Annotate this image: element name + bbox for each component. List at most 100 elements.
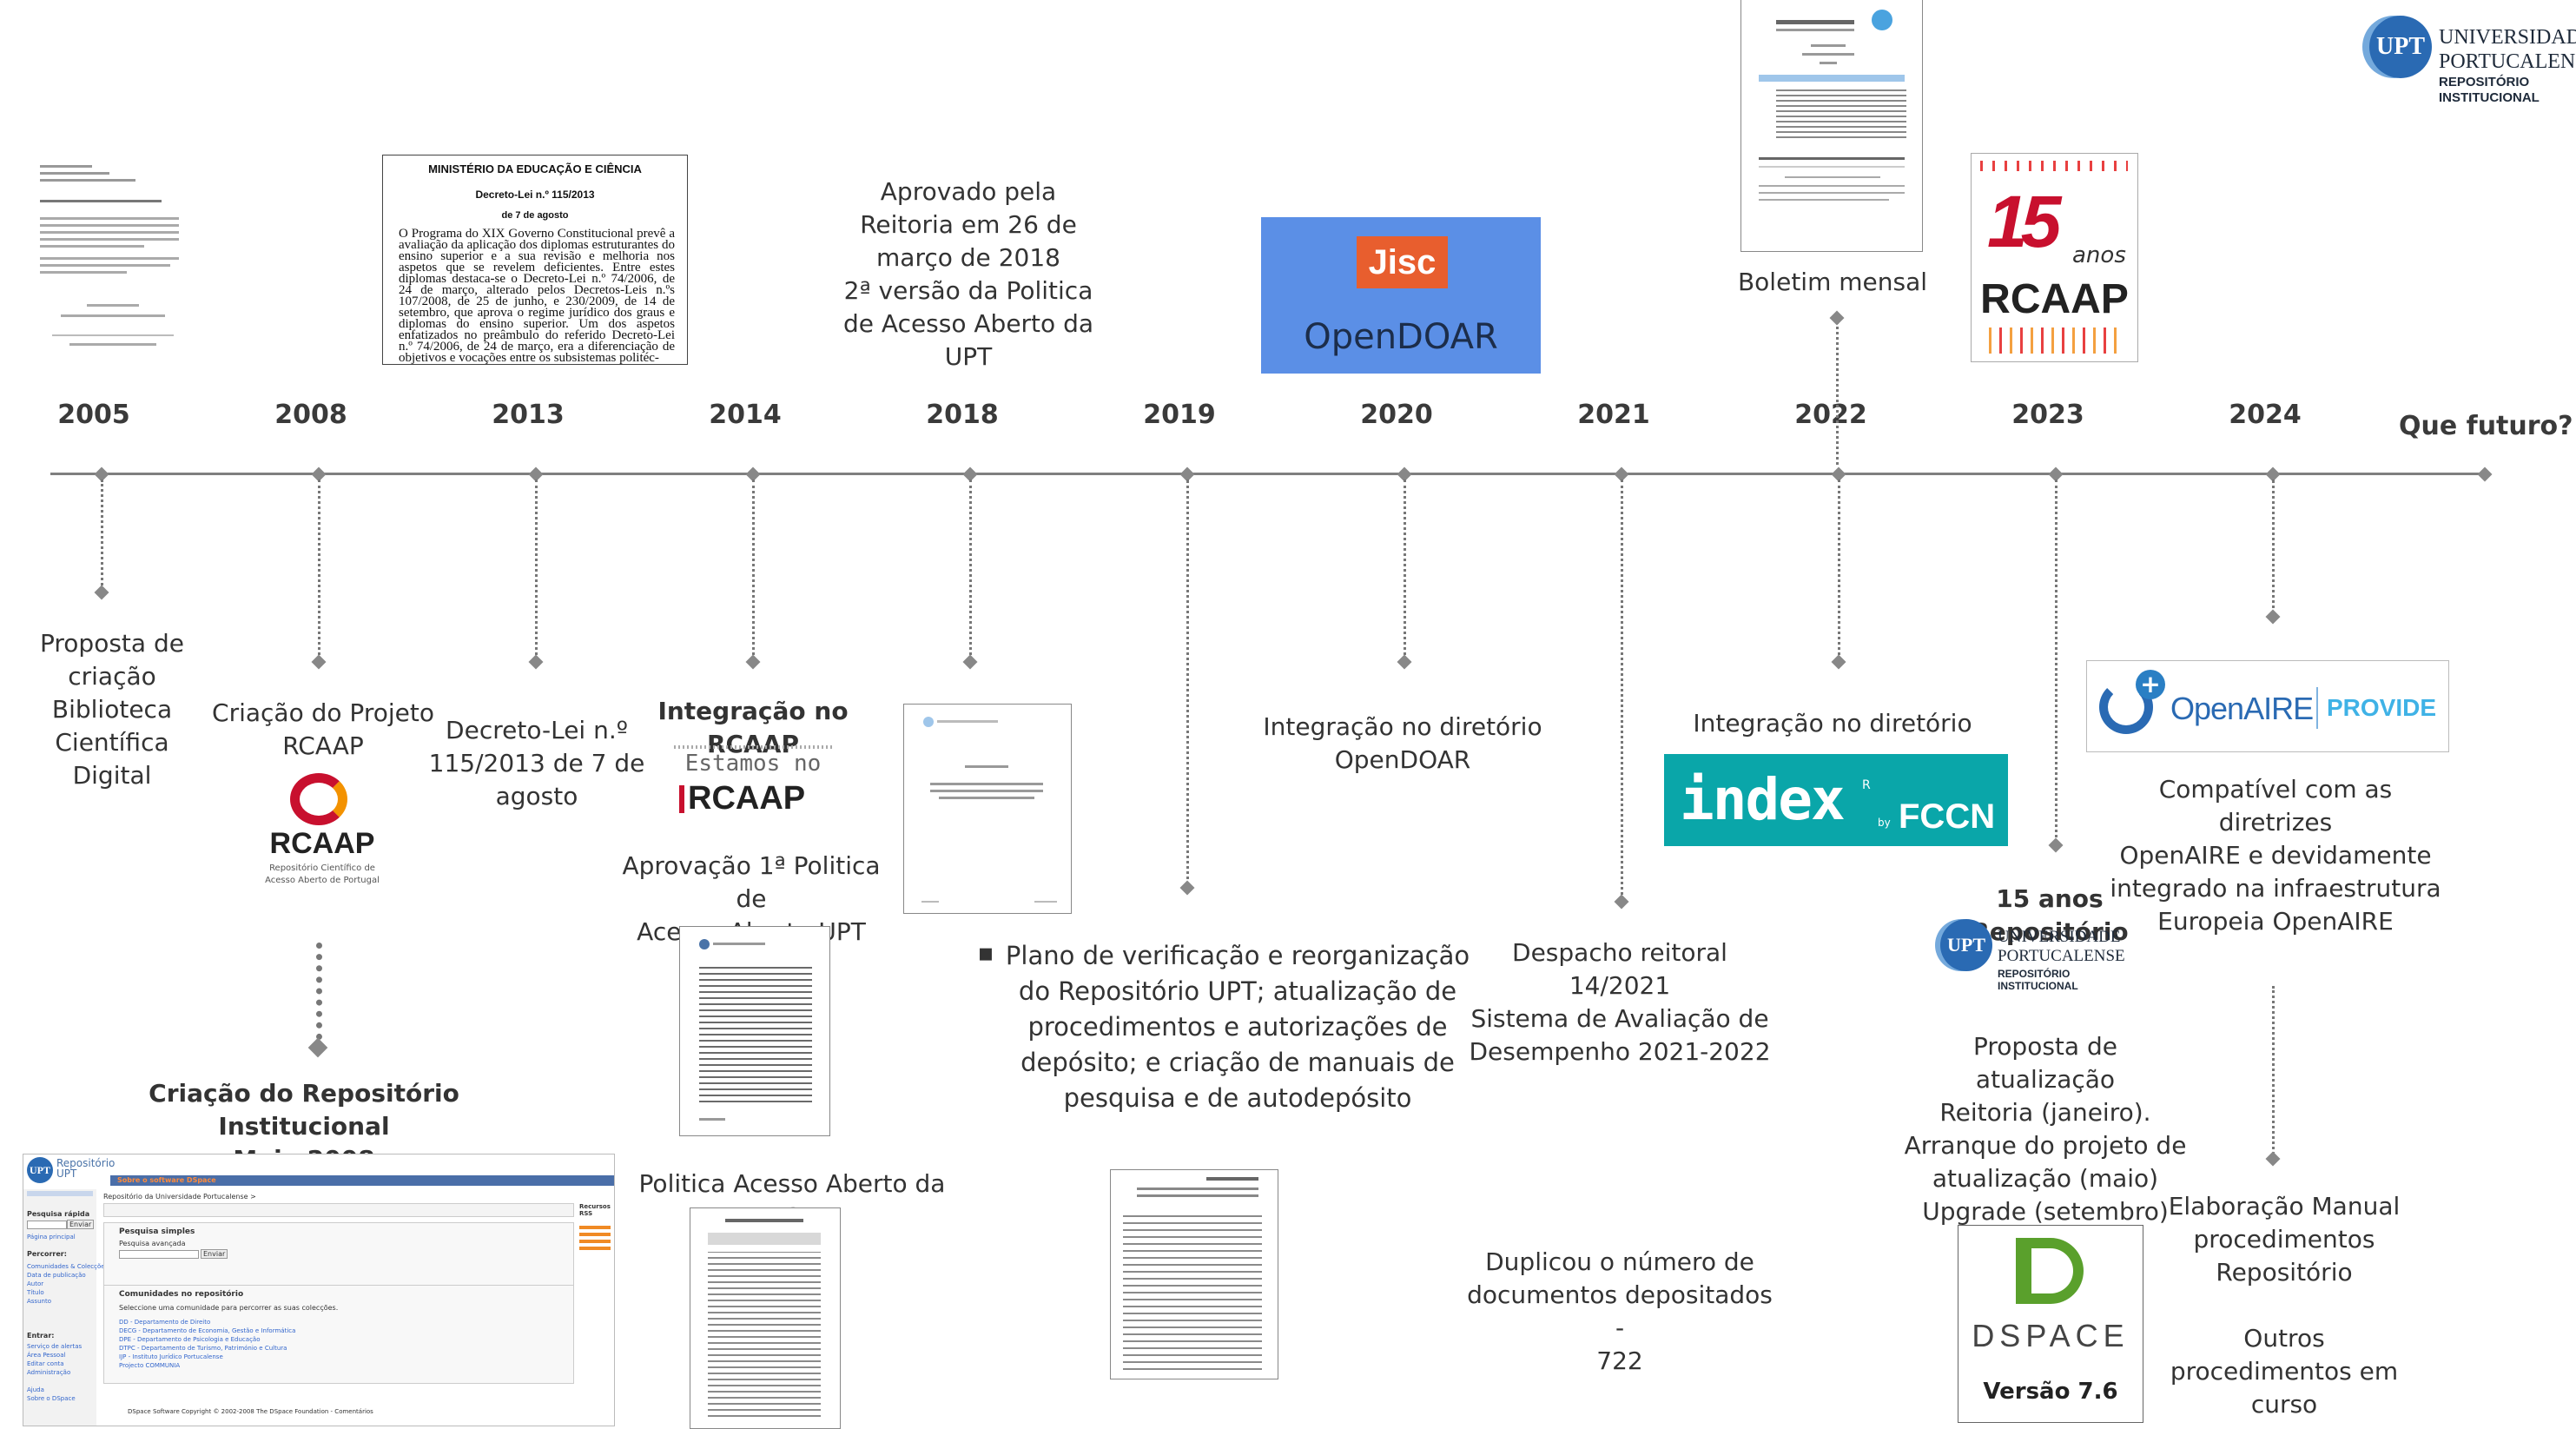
connector-end-2005 [94,585,109,600]
dspace-quick-search-button[interactable]: Enviar [67,1220,95,1229]
connector-end-2024 [2265,609,2281,625]
dspace-sidebar-link-2[interactable]: Data de publicação [27,1272,86,1279]
text-2005: Proposta de criação Biblioteca Científic… [40,629,184,790]
connector-end-2019 [1179,880,1195,896]
dspace-community-link-5[interactable]: Projecto COMMUNIA [119,1362,181,1369]
connector-2022 [1838,480,1840,660]
dspace-sidebar-link-3[interactable]: Autor [27,1280,44,1287]
upt-2023-repo-line2: INSTITUCIONAL [1998,980,2078,992]
dspace-rss-label: Recursos RSS [579,1203,611,1217]
text-2024: Compatível com as diretrizes OpenAIRE e … [2110,775,2441,936]
text-2020: Integração no diretório OpenDOAR [1263,712,1542,774]
dspace-sidebar-link-9[interactable]: Administração [27,1369,71,1376]
opendoar-label: OpenDOAR [1304,317,1498,357]
dspace-communities-hint: Seleccione uma comunidade para percorrer… [119,1304,339,1312]
axis-marker-future [2477,466,2493,482]
dspace-mark-icon [2016,1238,2084,1304]
connector-2013 [535,480,538,660]
connector-2023 [2055,480,2057,843]
year-future: Que futuro? [2399,411,2573,441]
dspace-advanced-search-link[interactable]: Pesquisa avançada [119,1240,186,1247]
openaire-provide-logo: + OpenAIRE PROVIDE [2086,660,2449,752]
dspace-upt-icon: UPT [27,1157,53,1183]
connector-2005 [101,480,103,591]
dspace-sidebar-link-10[interactable]: Ajuda [27,1386,44,1393]
dspace-quick-search-label: Pesquisa rápida [27,1210,90,1218]
timeline-axis [50,473,2487,475]
text-2019-bullet: ▪ [977,938,994,967]
estamos-rcaap-label: RCAAP [688,780,806,817]
dspace-sidebar-link-11[interactable]: Sobre o DSpace [27,1395,76,1402]
connector-2018 [969,480,972,660]
dspace-sidebar-link-6[interactable]: Serviço de alertas [27,1343,83,1350]
text-2021-b: Duplicou o número de documentos deposita… [1467,1247,1773,1375]
dspace-community-link-3[interactable]: DTPC - Departamento de Turismo, Patrimón… [119,1345,287,1352]
text-2013: Decreto-Lei n.º 115/2013 de 7 de agosto [428,716,645,810]
proposal-letter-thumbnail [35,165,187,356]
dspace-sidebar-link-8[interactable]: Editar conta [27,1360,64,1367]
manual-2019-document-image [1110,1169,1278,1379]
rcaap15-anos: anos [2072,242,2126,268]
jisc-logo: Jisc [1357,236,1448,288]
connector-2019 [1186,480,1189,886]
text-2008: Criação do Projeto RCAAP [212,698,434,760]
dspace-2008-screenshot: UPT Repositório UPT Sobre o software DSp… [23,1154,615,1426]
estamos-no-rcaap-badge: Estamos no RCAAP [674,745,832,820]
openaire-label: OpenAIRE [2170,691,2314,726]
dspace-header-title: Repositório UPT [56,1157,116,1180]
text-2019: Plano de verificação e reorganização do … [1005,941,1470,1113]
decree-document-image: MINISTÉRIO DA EDUCAÇÃO E CIÊNCIA Decreto… [382,155,688,365]
dspace-community-link-2[interactable]: DPE - Departamento de Psicologia e Educa… [119,1336,261,1343]
bulletin-label: Boletim mensal [1737,268,1928,296]
dspace-breadcrumb[interactable]: Repositório da Universidade Portucalense… [103,1193,256,1201]
connector-2014 [752,480,755,660]
upt-logo-2023: UPT UNIVERSIDADE PORTUCALENSE REPOSITÓRI… [1935,917,2143,996]
index-logo-word: index [1680,766,1846,833]
upt-repo-line2: INSTITUCIONAL [2439,90,2540,105]
connector-end-2008 [311,654,327,670]
year-2021: 2021 [1577,400,1650,430]
dspace-quick-search-input[interactable] [27,1221,67,1229]
policy-2018-document-image [903,704,1072,914]
rcaap-logo-sub2: Acesso Aberto de Portugal [265,876,380,885]
text-2021: Despacho reitoral 14/2021 Sistema de Ava… [1469,938,1771,1066]
dspace-nav-link[interactable]: Sobre o software DSpace [117,1176,216,1184]
index-fccn-logo: index R by FCCN [1664,754,2008,846]
year-2013: 2013 [492,400,565,430]
connector-2020 [1404,480,1406,660]
dspace-community-link-0[interactable]: DD - Departamento de Direito [119,1319,211,1326]
dspace-sidebar-link-1[interactable]: Comunidades & Colecções [27,1263,109,1270]
upt-circle-icon: UPT [2369,16,2432,78]
dspace-sidebar-link-4[interactable]: Título [27,1289,44,1296]
connector-end-2014 [745,654,761,670]
connector-end-2023 [2048,837,2064,853]
year-2024: 2024 [2229,400,2302,430]
text-2022: Integração no diretório [1693,709,1972,738]
dspace-simple-search-button[interactable]: Enviar [201,1249,228,1259]
rcaap15-name: RCAAP [1980,276,2129,322]
fct-policy-document-image [690,1207,841,1429]
index-logo-fccn: FCCN [1899,797,1996,836]
year-2018: 2018 [926,400,999,430]
estamos-no-label: Estamos no [684,751,822,777]
dspace-rss-icons[interactable] [579,1224,611,1250]
connector-2008-repo-end [307,1037,328,1058]
connector-end-2021 [1614,894,1629,910]
connector-end-2022 [1831,654,1846,670]
dspace-sidebar-link-5[interactable]: Assunto [27,1298,51,1305]
dspace-community-link-4[interactable]: IJP - Instituto Jurídico Portucalense [119,1353,223,1360]
connector-end-2018 [962,654,978,670]
decree-title: Decreto-Lei n.º 115/2013 [475,189,595,201]
connector-2022-top [1836,317,1839,465]
dspace-browse-label: Percorrer: [27,1250,67,1258]
dspace-simple-search-input[interactable] [119,1250,199,1259]
dspace-community-link-1[interactable]: DECG - Departamento de Economia, Gestão … [119,1327,296,1334]
text-2024-b: Elaboração Manual procedimentos Repositó… [2168,1192,2401,1419]
upt-repository-logo: UPT UNIVERSIDADE PORTUCALENSE REPOSITÓRI… [2364,14,2576,109]
year-2008: 2008 [274,400,347,430]
dspace-sidebar-link-7[interactable]: Área Pessoal [27,1352,66,1359]
index-logo-sup: R [1862,778,1871,792]
upt-2023-repo-line1: REPOSITÓRIO [1998,968,2071,980]
openaire-provide-label: PROVIDE [2327,694,2437,721]
dspace-sidebar-link-0[interactable]: Página principal [27,1234,76,1240]
